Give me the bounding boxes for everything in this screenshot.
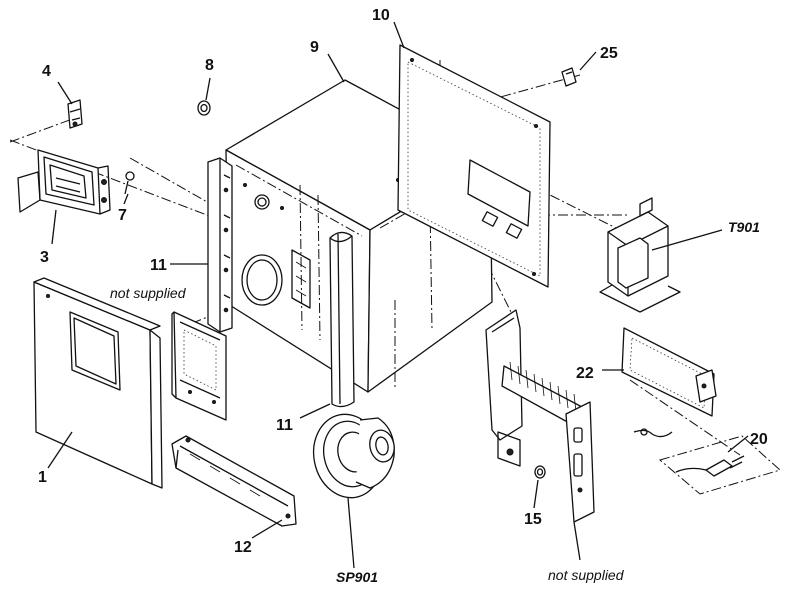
label-part-22: 22 [576,365,594,382]
label-not-supplied-left: not supplied [110,285,187,301]
label-part-15: 15 [524,511,542,528]
label-part-11-right: 11 [276,417,293,434]
part-labels: 4 3 7 8 9 10 25 11 11 1 12 15 20 22 T901… [38,7,768,585]
leader-lines [47,21,749,569]
part-1-front-panel [33,277,163,489]
part-22-board [621,327,717,417]
part-3-display-bracket [17,149,111,215]
label-part-20: 20 [750,431,768,448]
part-15-knob [534,465,546,479]
part-4-bracket [67,99,83,129]
part-8-knob [197,100,211,116]
part-7-screw [124,171,135,195]
label-not-supplied-right: not supplied [548,567,625,583]
label-t901: T901 [728,219,760,235]
label-part-12: 12 [234,539,252,556]
label-part-10: 10 [372,7,390,24]
label-sp901: SP901 [336,569,378,585]
part-11-strip-left [207,157,233,333]
part-20-power-cord [633,428,781,495]
label-part-8: 8 [205,57,214,74]
part-10-rear-board [397,44,551,288]
not-supplied-panel-left [171,311,227,421]
label-part-9: 9 [310,39,319,56]
label-part-11-left: 11 [150,257,167,274]
part-11-pillar-right [329,231,355,408]
label-part-25: 25 [600,45,618,62]
label-part-3: 3 [40,249,49,266]
not-supplied-amp-assembly [485,309,595,523]
label-part-7: 7 [118,207,127,224]
part-12-rail [171,435,297,527]
label-part-1: 1 [38,469,47,486]
t901-transformer [599,197,681,313]
part-25-clip [561,67,577,87]
label-part-4: 4 [42,63,51,80]
sp901-speaker [312,413,395,499]
